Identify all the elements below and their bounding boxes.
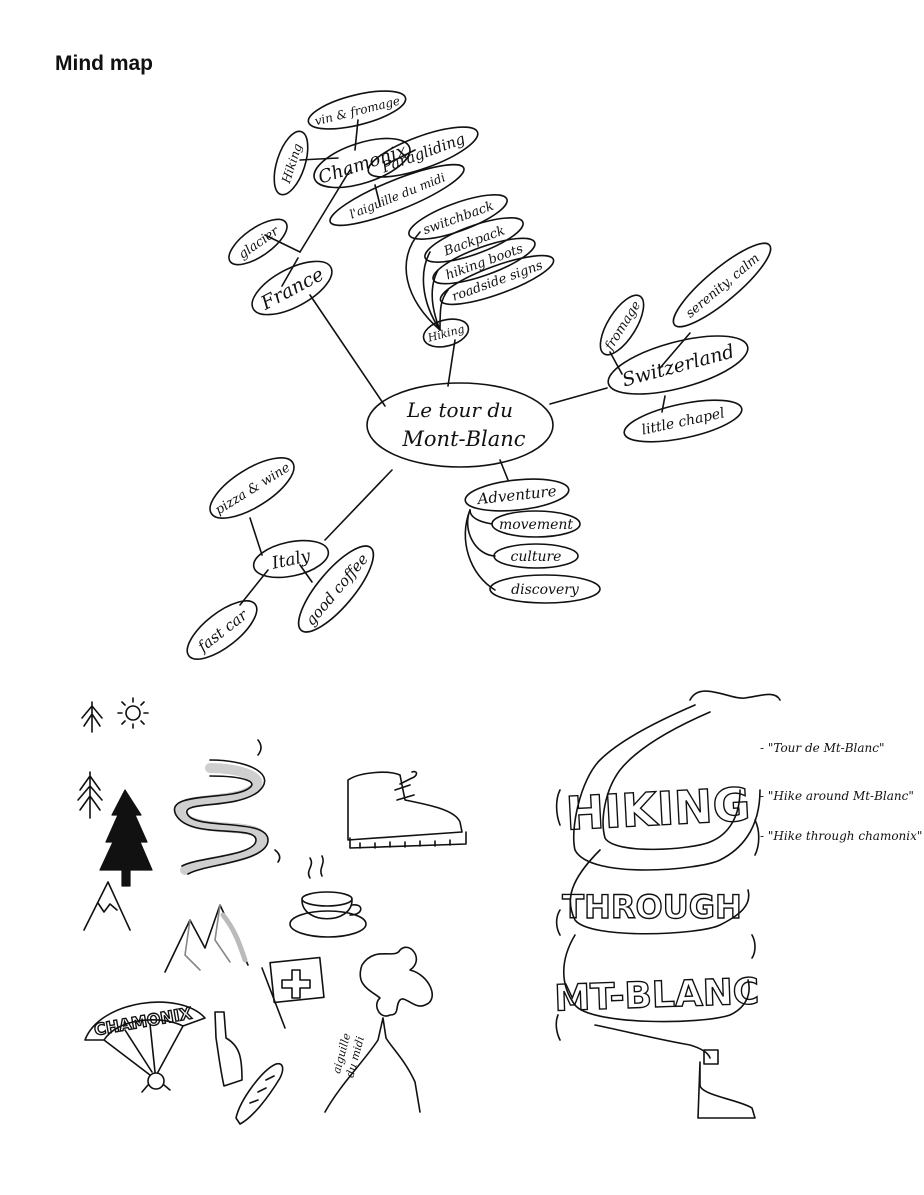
node-hiking: Hiking [422, 318, 470, 348]
pine-tree-outline-icon [77, 771, 103, 819]
node-adventure: Adventure [464, 478, 570, 512]
node-glacier: glacier [228, 218, 288, 266]
svg-text:serenity, calm: serenity, calm [683, 251, 763, 321]
sun-icon [117, 697, 149, 729]
node-movement: movement [491, 510, 581, 538]
node-culture: culture [493, 543, 579, 569]
svg-text:movement: movement [499, 517, 573, 533]
svg-text:Italy: Italy [269, 546, 312, 574]
hiking-branch: Hiking switchback Backpack hiking boots … [408, 194, 555, 348]
swiss-flag-icon [261, 956, 325, 1029]
adventure-branch: Adventure movement culture discovery [464, 478, 601, 604]
wine-bottle-icon [214, 1011, 243, 1087]
italy-branch: Italy pizza & wine fast car good coffee [186, 457, 375, 660]
svg-text:little chapel: little chapel [640, 405, 726, 438]
svg-text:culture: culture [511, 549, 562, 565]
switzerland-branch: Switzerland fromage serenity, calm littl… [599, 242, 772, 443]
node-serenity: serenity, calm [672, 242, 772, 328]
node-little-chapel: little chapel [623, 399, 743, 443]
svg-text:glacier: glacier [236, 224, 283, 263]
france-branch: France glacier Chamonix Hiking vin & fro… [228, 90, 479, 316]
snake-trail-icon [555, 690, 781, 1119]
svg-text:fast car: fast car [194, 605, 252, 656]
filled-pine-tree-icon [99, 789, 153, 887]
hiking-boot-icon [347, 770, 467, 849]
node-discovery: discovery [489, 574, 601, 604]
node-fast-car: fast car [186, 600, 258, 660]
mind-map-connectors [239, 119, 691, 606]
center-label-line-2: Mont-Blanc [401, 427, 525, 451]
svg-text:discovery: discovery [511, 582, 580, 598]
icon-sketches [77, 697, 467, 1125]
node-fromage: fromage [599, 294, 645, 356]
tagline-note-1: - "Tour de Mt-Blanc" [760, 741, 885, 755]
small-pine-icon [81, 701, 103, 733]
snowy-mountain-icon [83, 881, 131, 931]
svg-text:Switzerland: Switzerland [620, 340, 737, 391]
lettering-word-2: THROUGH [562, 888, 741, 926]
node-france: France [251, 260, 333, 316]
tagline-note-3: - "Hike through chamonix" [760, 829, 922, 843]
mountain-peaks-icon [164, 904, 249, 973]
coffee-cup-icon [289, 855, 367, 938]
hiking-lettering: HIKING THROUGH MT-BLANC [553, 690, 781, 1119]
baguette-icon [235, 1062, 284, 1125]
winding-road-icon [173, 739, 281, 875]
lettering-word-3: MT-BLANC [554, 971, 760, 1019]
node-hiking-france: Hiking [273, 130, 309, 196]
mind-map: Le tour du Mont-Blanc France glacier Cha… [186, 90, 772, 660]
center-label-line-1: Le tour du [406, 398, 513, 422]
aiguille-peak-icon [324, 946, 433, 1113]
page-title: Mind map [55, 52, 153, 75]
lettering-word-1: HIKING [564, 777, 751, 841]
node-pizza-wine: pizza & wine [209, 457, 295, 519]
tagline-note-2: - "Hike around Mt-Blanc" [760, 789, 914, 803]
svg-text:France: France [257, 263, 328, 315]
paraglider-icon [84, 1001, 206, 1093]
tagline-notes: - "Tour de Mt-Blanc" - "Hike around Mt-B… [760, 741, 922, 843]
mind-map-center-node: Le tour du Mont-Blanc [366, 382, 554, 468]
